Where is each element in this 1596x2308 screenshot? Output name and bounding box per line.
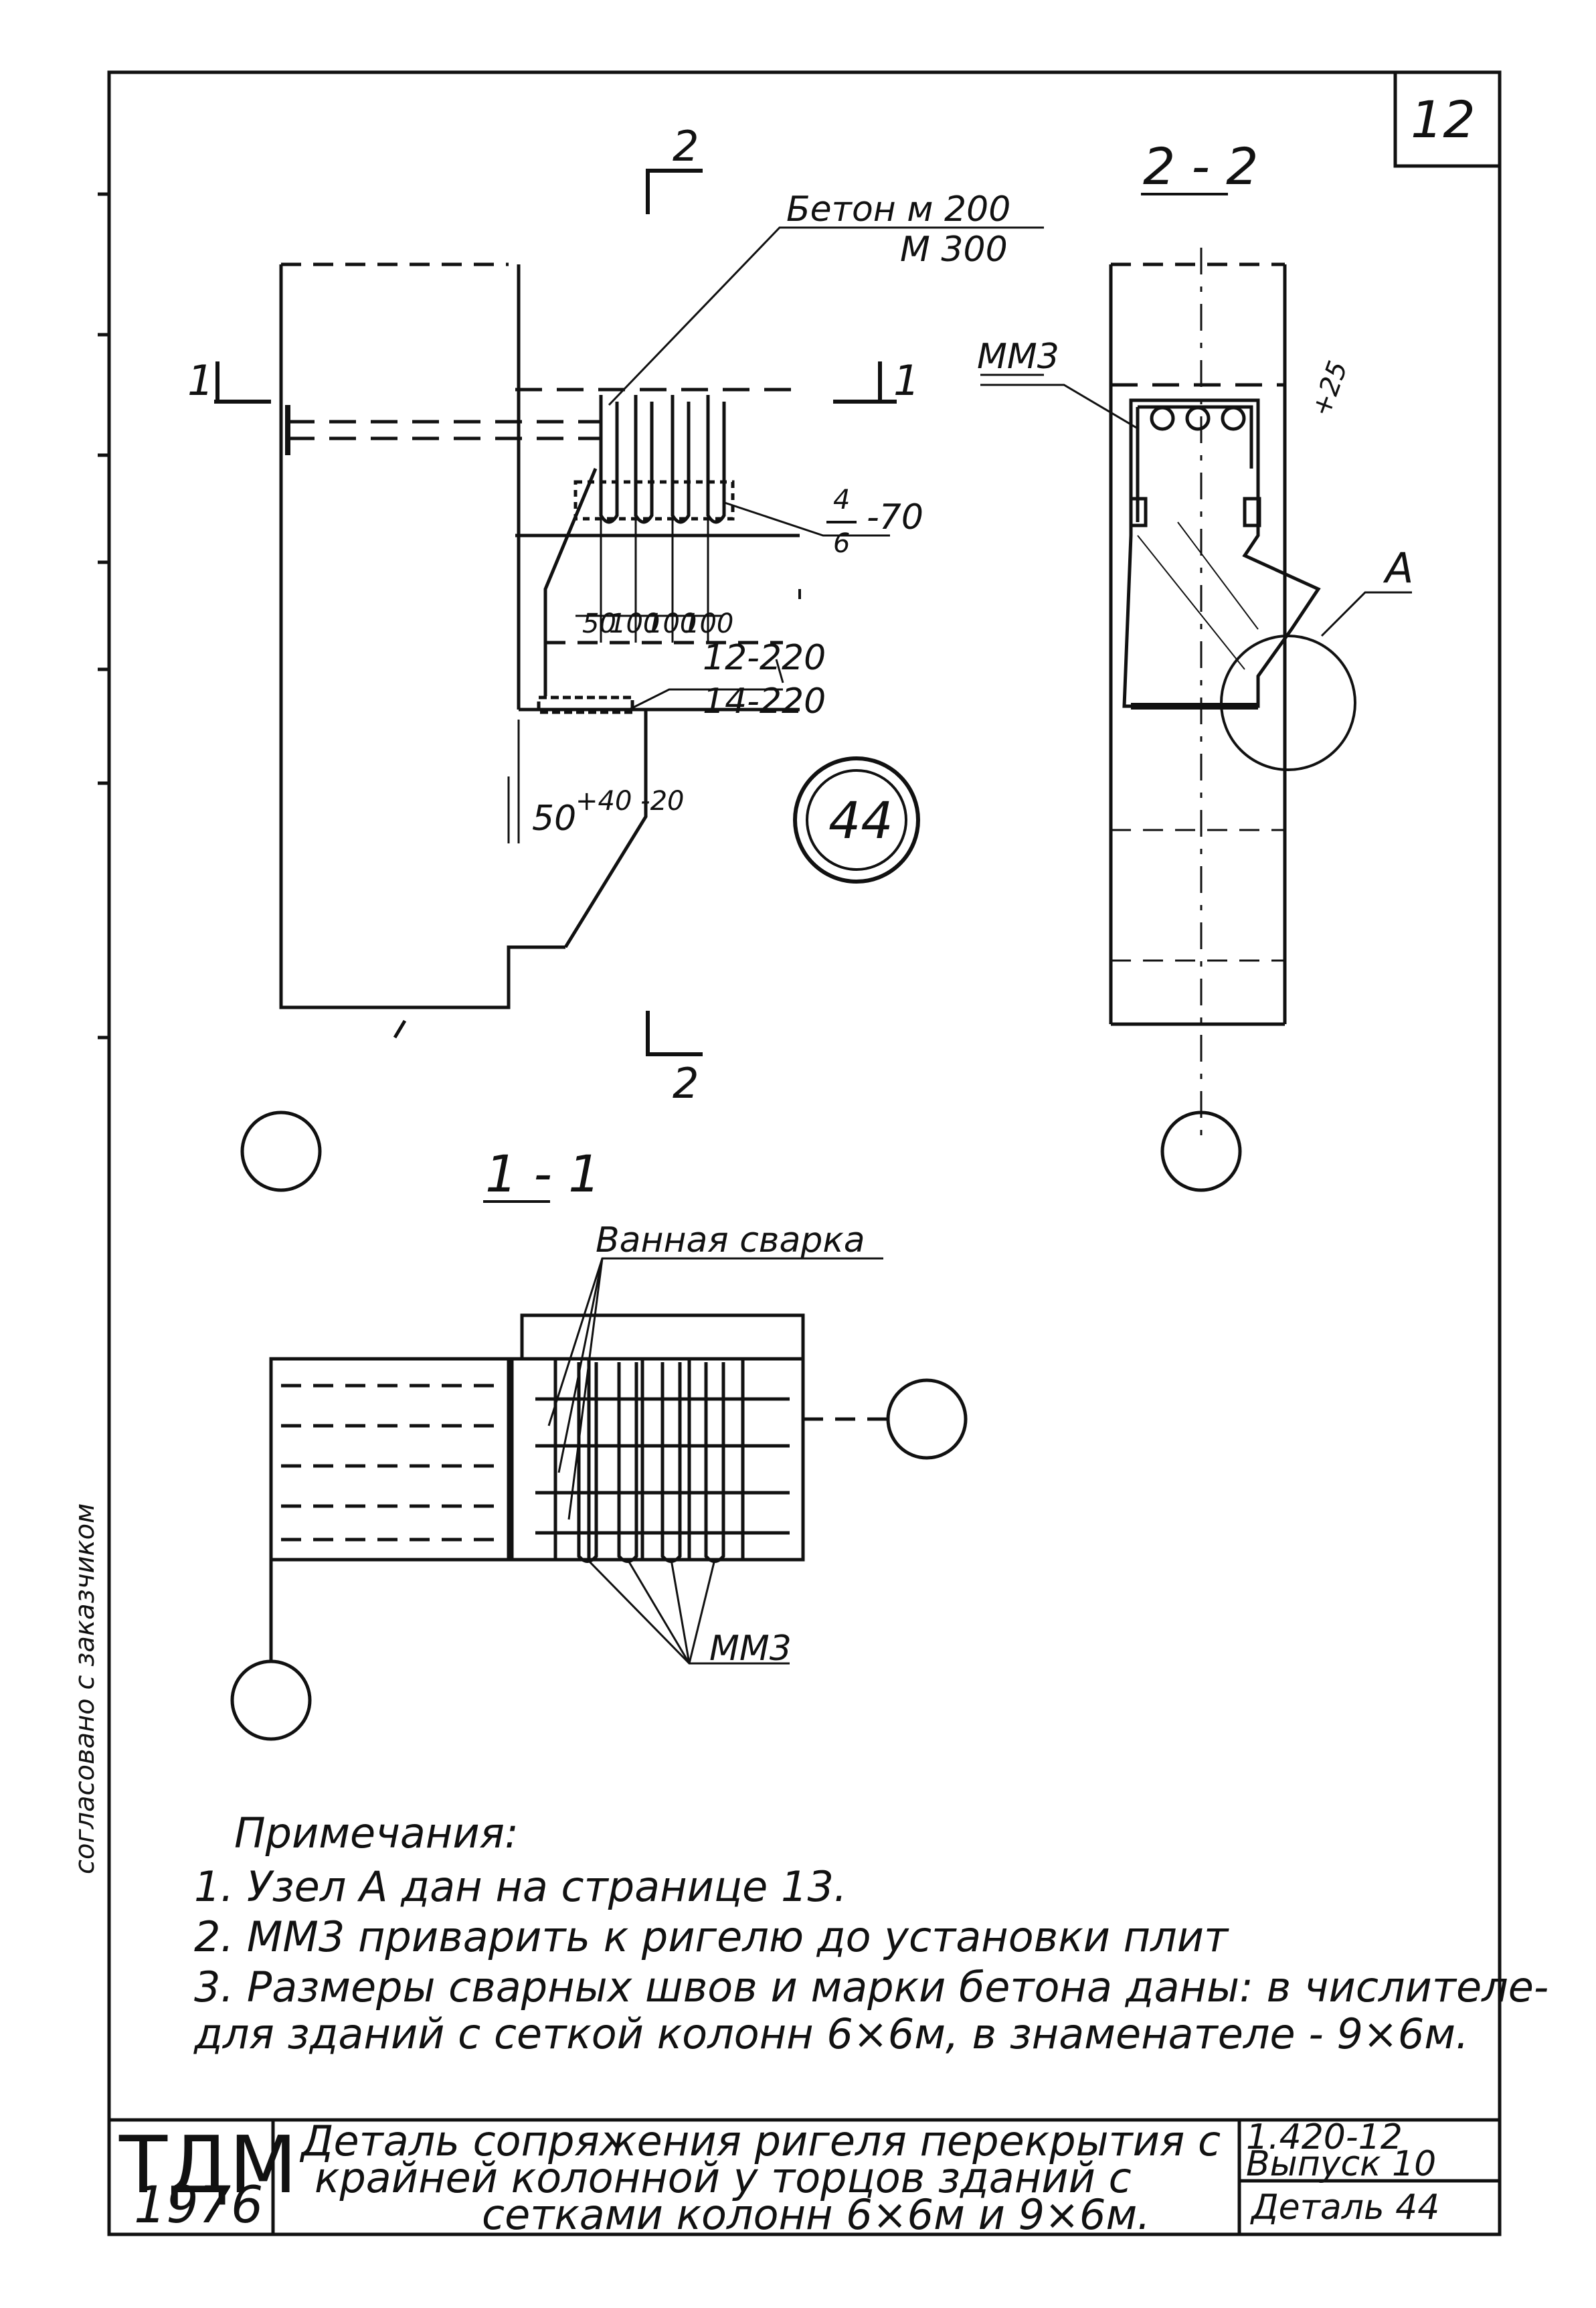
note-3-continued: для зданий с сеткой колонн 6×6м, в знаме…: [193, 2009, 1469, 2058]
section-1-1: [269, 1200, 890, 1665]
detail-number: Деталь 44: [1250, 2188, 1439, 2228]
gap-tolerance: +40 -20: [575, 786, 684, 817]
weld-ratio-denominator: 6: [833, 528, 850, 559]
column-outline: [279, 264, 565, 1009]
title-line-3: сетками колонн 6×6м и 9×6м.: [482, 2190, 1150, 2239]
concrete-label-bottom: М 300: [900, 230, 1008, 270]
axis-bubble-section-1-1-right: [886, 1378, 968, 1460]
margin-ticks: [98, 192, 109, 1040]
section-1-1-title: 1 - 1: [485, 1144, 600, 1204]
spacing-2: 100: [609, 608, 660, 639]
main-view-labels: 2 2 1 1 Бетон м 200 М 300 4 6 -70 50 100…: [187, 122, 1010, 1108]
section-2-2: [980, 193, 1412, 1138]
spacing-3: 100: [646, 608, 697, 639]
notes-heading: Примечания:: [234, 1809, 519, 1858]
detail-bubble: 44: [793, 756, 920, 884]
section-2-2-labels: 2 - 2 ММ3 +25 А: [977, 137, 1413, 592]
section-1-1-mm3: ММ3: [709, 1629, 792, 1669]
title-line-2: крайней колонной у торцов зданий с: [315, 2153, 1132, 2202]
cut-2-top-label: 2: [673, 122, 699, 171]
section-2-2-node-label: А: [1383, 544, 1413, 592]
logo: ТДМ: [118, 2119, 297, 2211]
axis-bubble-section-2-2: [1160, 1110, 1242, 1192]
section-1-1-labels: 1 - 1 Ванная сварка ММ3: [485, 1144, 865, 1669]
issue-number: Выпуск 10: [1246, 2144, 1436, 2184]
axis-bubble-main: [240, 1110, 322, 1192]
axis-bubble-section-1-1-left: [230, 1659, 312, 1741]
cut-1-left-label: 1: [187, 356, 213, 405]
beam-profile: [1122, 398, 1321, 708]
weld-ratio-numerator: 4: [833, 485, 850, 515]
margin-note: согласовано с заказчиком: [70, 1503, 100, 1874]
beam-seat: [563, 710, 648, 949]
note-3: 3. Размеры сварных швов и марки бетона д…: [194, 1963, 1548, 2011]
rebar-bottom: 14-220: [703, 681, 826, 722]
sheet-frame: [107, 70, 1502, 2236]
notes: Примечания: 1. Узел А дан на странице 13…: [193, 1809, 1548, 2058]
cut-2-bottom-label: 2: [673, 1059, 699, 1108]
section-2-2-mm3: ММ3: [977, 337, 1059, 377]
title-year: 1976: [134, 2175, 263, 2234]
gap-dimension: 50: [532, 799, 576, 839]
page-number: 12: [1411, 90, 1476, 149]
rebar-top: 12-220: [703, 638, 826, 678]
spacing-1: 50: [582, 608, 616, 639]
section-2-2-dim: +25: [1306, 357, 1354, 420]
note-2: 2. ММ3 приварить к ригелю до установки п…: [194, 1912, 1229, 1961]
detail-bubble-number: 44: [828, 791, 893, 850]
note-1: 1. Узел А дан на странице 13.: [194, 1862, 847, 1911]
spacing-4: 100: [683, 608, 733, 639]
section-1-1-weld-label: Ванная сварка: [596, 1220, 865, 1260]
series-code: 1.420-12: [1246, 2117, 1403, 2157]
title-line-1: Деталь сопряжения ригеля перекрытия с: [299, 2117, 1221, 2165]
cut-1-right-label: 1: [893, 356, 919, 405]
main-view: [214, 169, 1044, 1056]
title-block: ТДМ 1976 Деталь сопряжения ригеля перекр…: [118, 2117, 1439, 2239]
concrete-label-top: Бетон м 200: [786, 189, 1010, 230]
section-2-2-title: 2 - 2: [1143, 137, 1258, 196]
weld-length: -70: [867, 497, 923, 538]
